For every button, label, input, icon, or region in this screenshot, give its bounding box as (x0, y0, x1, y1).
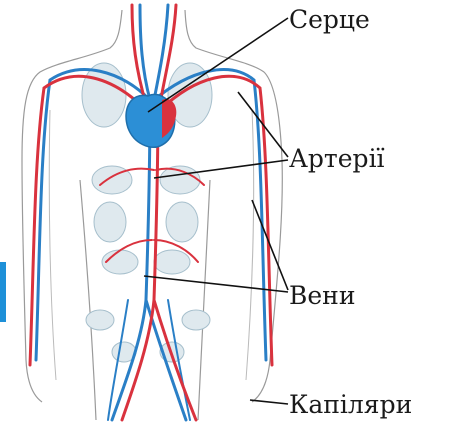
arteries-network (30, 5, 272, 420)
label-capillaries: Капіляри (289, 392, 412, 417)
pointer-capillaries (250, 400, 288, 404)
edge-accent-bar (0, 262, 6, 322)
veins-network (36, 5, 266, 420)
label-heart: Серце (289, 7, 370, 32)
label-arteries: Артерії (289, 146, 385, 171)
heart-shape (126, 95, 176, 148)
arm-outline (49, 110, 253, 380)
pointer-veins-2 (144, 276, 288, 292)
pointer-arteries-1 (238, 92, 288, 157)
label-veins: Вени (289, 283, 356, 308)
body-outline (22, 10, 282, 420)
